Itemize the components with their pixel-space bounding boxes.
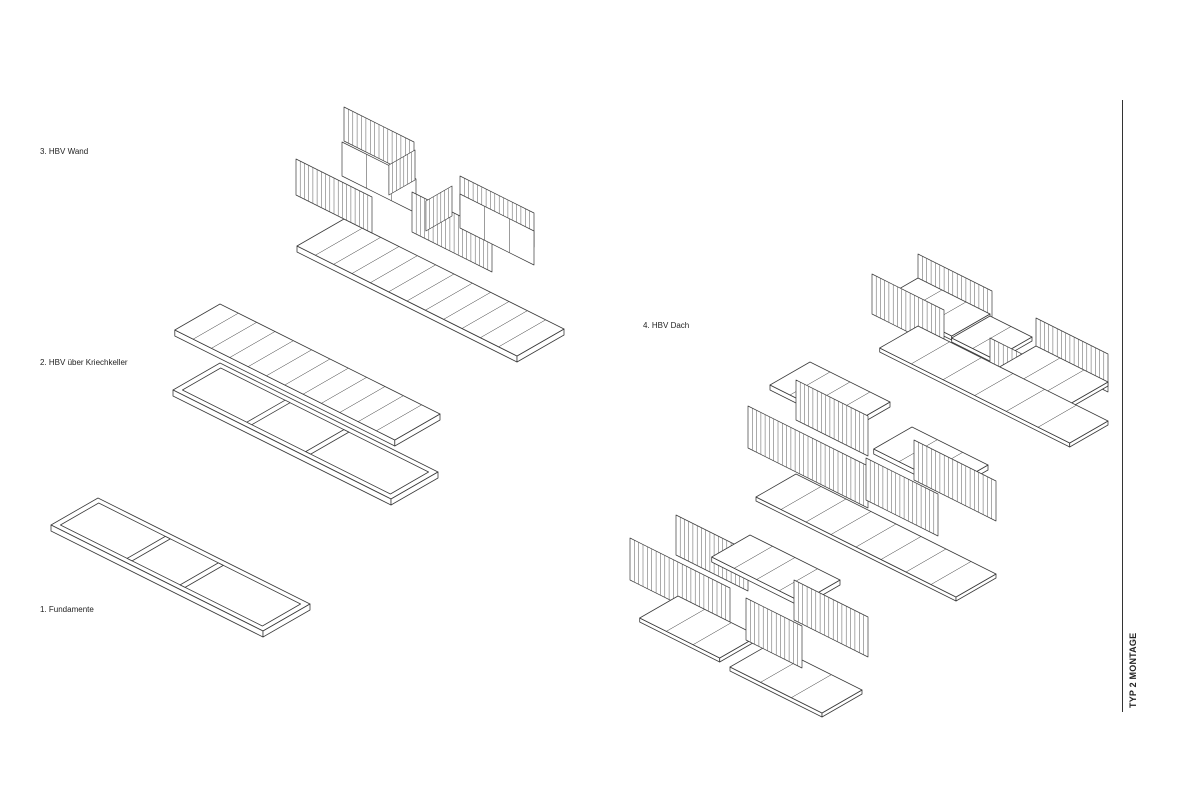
title-divider: [1122, 100, 1123, 712]
dach-a-wall-right-back: [793, 579, 869, 658]
step-label-fundamente: 1. Fundamente: [40, 605, 94, 614]
dach-a-wall-left-side: [629, 537, 731, 631]
wall-module-a-end: [388, 149, 416, 196]
crawlspace-frame: [172, 362, 439, 506]
wall-module-b-end: [425, 185, 453, 232]
dach-b-wall-right-back: [913, 439, 997, 522]
wall-module-a-side: [295, 158, 373, 234]
dach-a-wall-right-side: [745, 597, 803, 669]
dach-c-floor: [879, 325, 1109, 448]
dach-b-floor: [755, 473, 997, 602]
wall-module-b-panels: [459, 193, 535, 266]
dach-b-wall-right-side: [865, 457, 939, 537]
dach-a-floor-right: [729, 643, 863, 718]
floor-slab-wand: [296, 218, 565, 363]
dach-b-wall-left: [747, 405, 869, 509]
foundation-frame: [50, 497, 311, 638]
floor-slab-kriechkeller: [174, 303, 441, 447]
dach-a-floor-left: [639, 595, 759, 663]
sheet-title: TYP 2 MONTAGE: [1128, 632, 1138, 708]
dach-b-wall-back: [795, 379, 869, 457]
step-label-hbv-dach: 4. HBV Dach: [643, 321, 690, 330]
step-label-hbv-wand: 3. HBV Wand: [40, 147, 89, 156]
step-label-hbv-kriechkeller: 2. HBV über Kriechkeller: [40, 358, 128, 367]
